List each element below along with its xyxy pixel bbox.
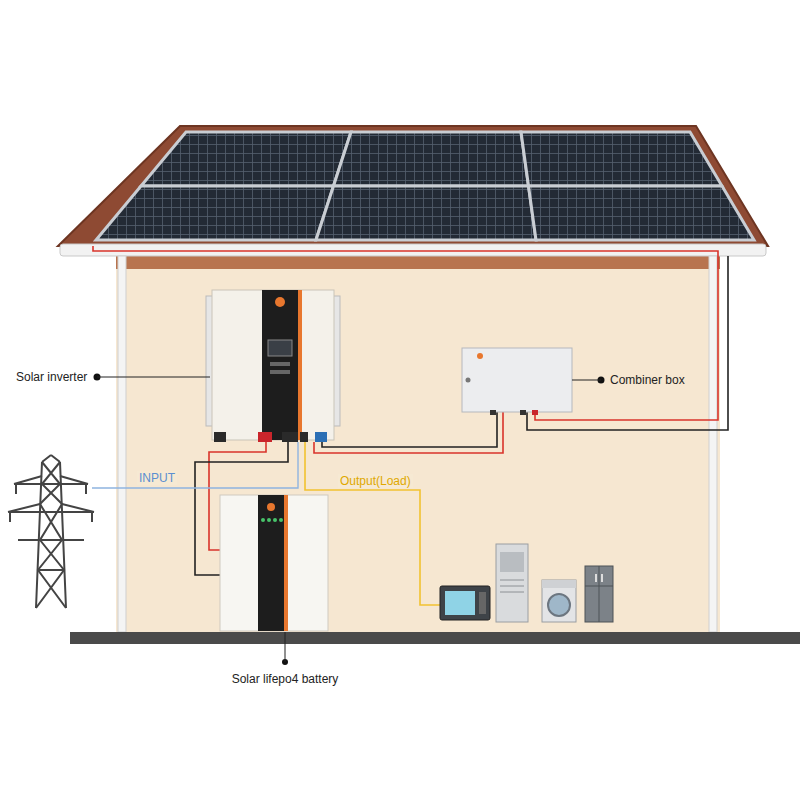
solar-inverter-part xyxy=(315,432,327,442)
refrigerator-part xyxy=(585,566,613,622)
downpipe xyxy=(709,256,717,632)
solar-inverter-part xyxy=(268,340,292,356)
downpipe xyxy=(118,256,126,632)
power-pylon-part xyxy=(42,455,60,462)
solar-panel xyxy=(96,186,334,240)
power-pylon-part xyxy=(14,476,88,484)
solar-inverter xyxy=(206,290,340,442)
solar-inverter-part xyxy=(275,297,285,307)
washing-machine-part xyxy=(542,580,576,588)
solar-inverter-part xyxy=(300,432,308,442)
lifepo4-battery xyxy=(220,495,328,631)
gutter xyxy=(60,244,766,256)
air-conditioner-part xyxy=(496,544,528,622)
air-conditioner-part xyxy=(500,552,524,572)
lifepo4-battery-part xyxy=(220,495,328,631)
microwave xyxy=(440,586,490,620)
leader-lines xyxy=(94,374,605,666)
callout-label: Combiner box xyxy=(608,373,687,387)
grid-input-wire xyxy=(92,442,298,488)
lifepo4-battery-part xyxy=(279,518,283,522)
solar-panels xyxy=(96,132,754,240)
solar-inverter-part xyxy=(270,362,290,366)
solar-inverter-part xyxy=(258,432,272,442)
solar-panel xyxy=(521,132,722,186)
air-conditioner xyxy=(496,544,528,622)
solar-inverter-part xyxy=(298,290,302,440)
callout-label: Solar inverter xyxy=(14,370,89,384)
combiner-box-part xyxy=(520,410,526,415)
washing-machine-part xyxy=(542,580,576,622)
power-pylon-part xyxy=(10,484,92,522)
refrigerator xyxy=(585,566,613,622)
dc-wire-red xyxy=(93,246,718,420)
leader-lines-part xyxy=(285,632,286,662)
refrigerator-part xyxy=(595,574,597,582)
lifepo4-battery-part xyxy=(267,503,275,511)
lifepo4-battery-part xyxy=(261,518,265,522)
refrigerator-part xyxy=(601,574,603,582)
power-pylon-part xyxy=(8,504,94,512)
solar-panel xyxy=(529,186,755,240)
wall-shadow-band xyxy=(116,255,720,269)
lifepo4-battery-part xyxy=(267,518,271,522)
solar-inverter-part xyxy=(262,290,298,440)
solar-inverter-part xyxy=(270,370,290,374)
house-wall xyxy=(116,255,720,633)
combiner-box-part xyxy=(462,348,572,412)
roof xyxy=(58,126,768,246)
combiner-box-part xyxy=(477,353,483,359)
microwave-part xyxy=(479,592,486,614)
washing-machine xyxy=(542,580,576,622)
power-pylon xyxy=(8,455,94,608)
power-pylon-part xyxy=(38,569,64,571)
ground-line xyxy=(70,632,800,644)
lifepo4-battery-part xyxy=(258,495,284,631)
solar-inverter-part xyxy=(214,432,226,442)
callout-label: Solar lifepo4 battery xyxy=(230,672,341,686)
solar-panel xyxy=(334,132,529,186)
combiner-box xyxy=(462,348,572,415)
lifepo4-battery-part xyxy=(284,495,288,631)
leader-lines-part xyxy=(97,377,210,378)
microwave-part xyxy=(440,586,490,620)
solar-inverter-part xyxy=(212,290,334,440)
air-conditioner-part xyxy=(500,580,524,592)
microwave-part xyxy=(445,591,475,615)
wire-label: Output(Load) xyxy=(338,474,413,488)
wire-label: INPUT xyxy=(137,471,177,485)
combiner-box-part xyxy=(532,410,538,415)
solar-inverter-part xyxy=(282,432,298,442)
washing-machine-part xyxy=(548,594,570,616)
solar-panel xyxy=(316,186,536,240)
combiner-box-part xyxy=(490,410,496,415)
combiner-box-part xyxy=(466,378,471,383)
power-pylon-part xyxy=(36,462,66,608)
leader-lines-part xyxy=(572,380,601,381)
lifepo4-battery-part xyxy=(273,518,277,522)
dc-wire-black xyxy=(322,412,497,447)
dc-wire-red xyxy=(314,412,503,453)
power-pylon-part xyxy=(18,539,84,541)
solar-panel xyxy=(141,132,351,186)
refrigerator-part xyxy=(585,566,613,622)
